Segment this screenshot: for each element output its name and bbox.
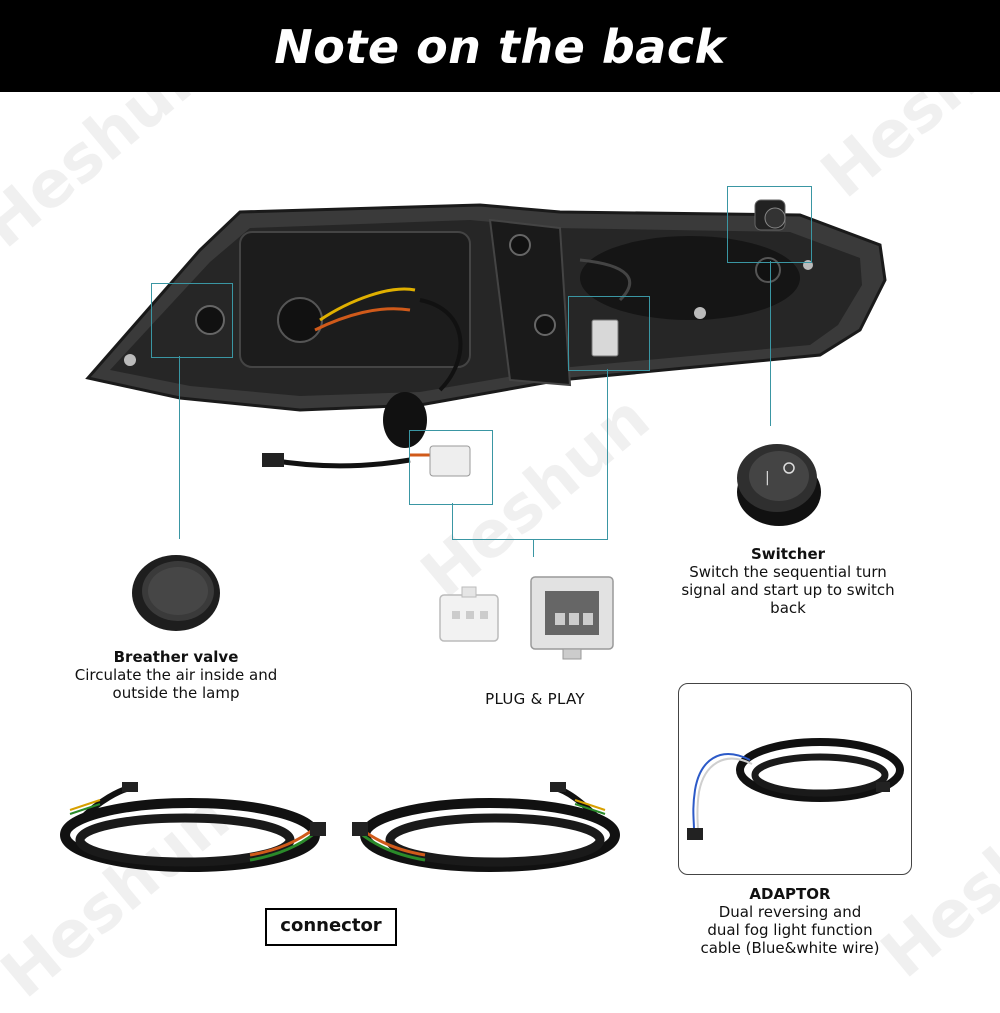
callout-line [452,503,453,540]
switcher-desc-line1: Switch the sequential turn [689,563,887,581]
tail-lamp-illustration [85,199,887,477]
callout-line [607,369,608,540]
header-banner [0,0,1000,92]
callout-switch-box [727,186,812,263]
callout-plug-box [568,296,650,371]
connector-harness-right [352,782,620,872]
lamp-round-plate [580,236,800,320]
lamp-divider [488,218,572,387]
lamp-white-plug [429,445,471,477]
callout-line [179,356,180,539]
adaptor-desc-line3: cable (Blue&white wire) [700,939,880,957]
connector-harness-left [60,782,326,872]
switcher-desc-line3: back [770,599,806,617]
adaptor-card [678,683,912,875]
connector-label: connector [265,908,397,946]
switcher-desc-line2: signal and start up to switch [681,581,895,599]
breather-valve-image [132,555,220,631]
white-plug-image [439,586,499,642]
breather-desc-line1: Circulate the air inside and [74,666,278,684]
grey-plug-image [530,576,614,660]
callout-wire-plug-box [409,430,493,505]
adaptor-cable-image [687,738,904,840]
switcher-title: Switcher [750,545,826,563]
grommet [383,392,427,448]
lamp-mid-plug [591,319,619,357]
callout-line [770,261,771,426]
callout-breather-box [151,283,233,358]
breather-title: Breather valve [113,648,239,666]
plug-play-label: PLUG & PLAY [485,690,585,708]
adaptor-title: ADAPTOR [749,885,831,903]
callout-line [452,539,608,540]
callout-line [533,539,534,557]
switcher-image: | [737,444,821,526]
page-title: Note on the back [274,20,726,74]
breather-desc-line2: outside the lamp [112,684,240,702]
svg-text:|: | [765,470,770,486]
adaptor-desc-line2: dual fog light function [707,921,873,939]
adaptor-desc-line1: Dual reversing and [718,903,862,921]
